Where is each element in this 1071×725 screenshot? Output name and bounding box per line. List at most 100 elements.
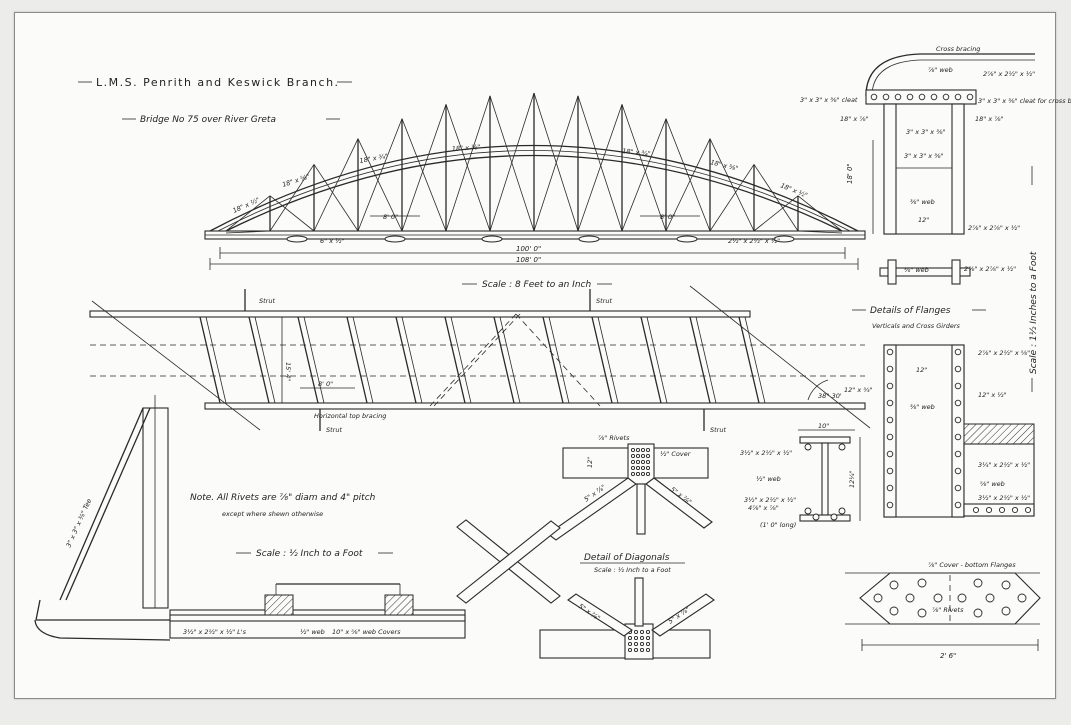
drawing-title: L.M.S. Penrith and Keswick Branch. bbox=[96, 76, 340, 89]
rivet bbox=[889, 606, 899, 616]
plan-diagonal-bar bbox=[493, 316, 515, 404]
top-rivet-group bbox=[630, 447, 651, 477]
plan-diagonal-bar bbox=[401, 316, 423, 404]
rivet bbox=[633, 629, 639, 635]
rib-size-label: 18" x ⅞" bbox=[452, 143, 481, 153]
vertical-plate-left: 12" x ¾" bbox=[844, 386, 873, 394]
top-chord-section: Cross bracing ⅞" web 2⅞" x 2½" x ½" 3" x… bbox=[800, 45, 1071, 330]
details-flanges-sub: Verticals and Cross Girders bbox=[872, 322, 961, 330]
plan-diagonal-bar bbox=[254, 316, 276, 404]
cleat-bracing-label: 3" x 3" x ⅜" cleat for cross bracing bbox=[978, 97, 1071, 105]
plan-diagonal-bar bbox=[542, 316, 564, 404]
scale-details: Scale : 1½ Inches to a Foot bbox=[1029, 251, 1039, 374]
rivet bbox=[640, 465, 646, 471]
arch-diagonal bbox=[577, 104, 623, 232]
top-web-label: ⅞" web bbox=[928, 66, 953, 74]
tee-web-label: ⅜" web bbox=[904, 266, 929, 274]
arch-diagonal bbox=[445, 95, 491, 232]
plan-diagonal-bar bbox=[248, 316, 270, 404]
rivet bbox=[645, 471, 651, 477]
plan-diagonal-bar bbox=[499, 316, 521, 404]
vertical-angle-top: 2⅞" x 2½" x ⅝" bbox=[978, 349, 1030, 357]
plan-diagonal-bar bbox=[646, 316, 668, 404]
dim-right-label: 18" x ⅞" bbox=[975, 115, 1004, 123]
arch-diagonal bbox=[269, 164, 315, 232]
rivet bbox=[633, 641, 639, 647]
cleat-label: 3" x 3" x ⅜" cleat bbox=[800, 96, 858, 104]
girder-angle-bottom: 3½" x 2½" x ½" bbox=[744, 496, 796, 504]
rivet bbox=[954, 416, 962, 424]
diagonal-detail: ⅞" Rivets ½" Cover 12" 5" x ⅞" 5" x ⅞" 5… bbox=[456, 434, 715, 660]
arch-diagonal bbox=[753, 195, 799, 232]
arch-diagonal bbox=[797, 230, 843, 234]
plan-diagonal-bar bbox=[352, 316, 374, 404]
plan-diagonal-bar bbox=[297, 316, 319, 404]
arch-diagonal bbox=[577, 95, 623, 232]
rivet bbox=[640, 447, 646, 453]
rivet bbox=[917, 608, 927, 618]
cross-girder-section: 10" 12¼" 3½" x 2½" x ½" ½" web 3½" x 2½"… bbox=[740, 422, 861, 529]
detail-diagonals-title: Detail of Diagonals bbox=[584, 553, 670, 563]
rivet bbox=[998, 506, 1006, 514]
rivet bbox=[906, 93, 914, 101]
rivet bbox=[645, 465, 651, 471]
rivet bbox=[985, 506, 993, 514]
rivet bbox=[630, 453, 636, 459]
bottom-angle-label: 2⅞" x 2⅞" x ½" bbox=[968, 224, 1020, 232]
cross-bracing-label: Cross bracing bbox=[936, 45, 980, 53]
rivet bbox=[639, 629, 645, 635]
rivet bbox=[954, 501, 962, 509]
rivet bbox=[933, 593, 943, 603]
rivet bbox=[645, 447, 651, 453]
web-label: ½" web bbox=[300, 628, 325, 636]
tee-label: 3" x 3" x ⅜" Tee bbox=[65, 497, 94, 548]
plan-diagonal-bar bbox=[689, 316, 711, 404]
arch-diagonal bbox=[357, 118, 403, 232]
top-angle-label: 2⅞" x 2½" x ½" bbox=[983, 70, 1035, 78]
rivet bbox=[954, 433, 962, 441]
dim-left-label: 18" x ⅞" bbox=[840, 115, 869, 123]
girder-depth: 12¼" bbox=[848, 470, 856, 488]
note-line2: except where shewn otherwise bbox=[222, 510, 323, 518]
arch-diagonal bbox=[533, 92, 579, 232]
chord-label-right: 2½" x 2½" x ½" bbox=[728, 237, 780, 245]
plan-diagonal-bar bbox=[205, 316, 227, 404]
girder-plate: 4⅞" x ⅞" bbox=[748, 504, 779, 512]
rivet bbox=[1024, 506, 1032, 514]
rivet bbox=[973, 578, 983, 588]
rivet bbox=[1017, 593, 1027, 603]
cover-plate-rivets bbox=[873, 575, 1027, 622]
rivet bbox=[954, 382, 962, 390]
cover-rivets-label: ⅞" Rivets bbox=[932, 606, 964, 614]
bracing-label: Horizontal top bracing bbox=[314, 412, 386, 420]
rivet bbox=[627, 641, 633, 647]
plan-diagonal-bar bbox=[591, 316, 613, 404]
rivet bbox=[630, 459, 636, 465]
rivet bbox=[630, 465, 636, 471]
rivet bbox=[886, 467, 894, 475]
plan-diagonal-bar bbox=[303, 316, 325, 404]
arch-diagonal bbox=[709, 138, 755, 232]
rivet bbox=[954, 399, 962, 407]
arch-diagonal bbox=[533, 95, 579, 232]
rib-size-label: 18" x ⅝" bbox=[281, 172, 311, 188]
mid-web-label: ⅜" web bbox=[910, 198, 935, 206]
inner-angle-label: 3" x 3" x ⅜" bbox=[904, 152, 944, 160]
strut-label: Strut bbox=[259, 297, 275, 305]
arch-diagonal bbox=[401, 118, 447, 232]
rivet bbox=[639, 641, 645, 647]
rivet bbox=[886, 365, 894, 373]
rivet bbox=[889, 580, 899, 590]
rib-size-label: 18" x ¾" bbox=[622, 147, 651, 158]
inner-angle-label: 3" x 3" x ⅜" bbox=[906, 128, 946, 136]
rib-size-label: 18" x ½" bbox=[232, 196, 261, 215]
diag-cover-label: ½" Cover bbox=[660, 450, 692, 458]
rivet bbox=[635, 453, 641, 459]
tee-angle-label: 2⅞" x 2⅞" x ½" bbox=[964, 265, 1016, 273]
cover-plate-detail: ⅞" Cover - bottom Flanges ⅞" Rivets 2' 6… bbox=[845, 561, 1041, 660]
rivet bbox=[886, 416, 894, 424]
arch-diagonal bbox=[621, 104, 667, 232]
arch-web-members bbox=[225, 92, 843, 234]
flange-angle-label: 3½" x 2½" x ½" L's bbox=[183, 628, 247, 636]
